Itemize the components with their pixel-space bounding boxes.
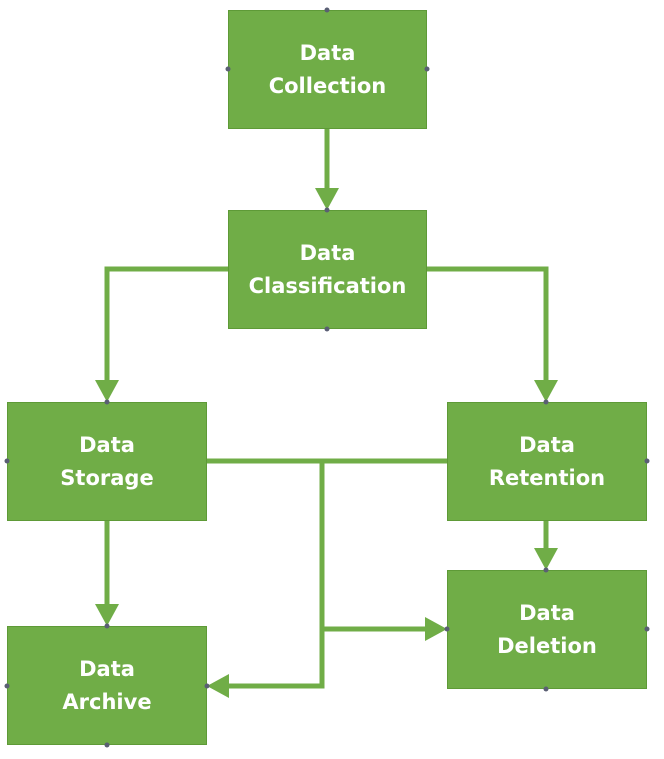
connection-handle[interactable] xyxy=(324,207,330,213)
node-data-storage[interactable]: Data Storage xyxy=(7,402,207,521)
connection-handle[interactable] xyxy=(4,458,10,464)
connection-handle[interactable] xyxy=(204,683,210,689)
connection-handle[interactable] xyxy=(104,623,110,629)
node-data-archive[interactable]: Data Archive xyxy=(7,626,207,745)
node-label-line1: Data xyxy=(79,432,135,457)
connection-handle[interactable] xyxy=(4,683,10,689)
node-label-line2: Classification xyxy=(248,273,407,298)
node-data-deletion[interactable]: Data Deletion xyxy=(447,570,647,689)
node-label-line1: Data xyxy=(299,40,356,65)
arrowhead-retention xyxy=(534,380,558,402)
arrowhead-storage xyxy=(95,380,119,402)
node-label-line2: Collection xyxy=(268,73,387,98)
node-label-line2: Deletion xyxy=(497,633,597,658)
connection-handle[interactable] xyxy=(543,399,549,405)
node-label-line1: Data xyxy=(519,432,575,457)
connection-handle[interactable] xyxy=(324,326,330,332)
connector-bus-to-archive xyxy=(227,461,325,689)
node-label-line2: Retention xyxy=(488,465,606,490)
node-label-line1: Data xyxy=(79,656,135,681)
arrowhead-deletion-top xyxy=(534,548,558,570)
connection-handle[interactable] xyxy=(444,626,450,632)
node-label-line2: Storage xyxy=(60,465,154,490)
connection-handle[interactable] xyxy=(644,626,650,632)
node-label-line1: Data xyxy=(299,240,356,265)
arrowhead-deletion-side xyxy=(425,617,447,641)
connector-classification-to-storage xyxy=(104,266,228,383)
connection-handle[interactable] xyxy=(104,742,110,748)
connector-classification-to-retention xyxy=(426,266,549,383)
arrowhead-classification xyxy=(315,188,339,210)
connection-handle[interactable] xyxy=(424,66,430,72)
connection-handle[interactable] xyxy=(324,7,330,13)
connection-handle[interactable] xyxy=(644,458,650,464)
arrowhead-archive-side xyxy=(207,674,229,698)
arrowhead-archive xyxy=(95,604,119,626)
node-data-classification[interactable]: Data Classification xyxy=(228,210,427,329)
node-data-retention[interactable]: Data Retention xyxy=(447,402,647,521)
node-data-collection[interactable]: Data Collection xyxy=(228,10,427,129)
connection-handle[interactable] xyxy=(104,399,110,405)
connection-handle[interactable] xyxy=(543,567,549,573)
connection-handle[interactable] xyxy=(543,686,549,692)
node-label-line1: Data xyxy=(519,600,575,625)
connection-handle[interactable] xyxy=(225,66,231,72)
node-label-line2: Archive xyxy=(62,689,152,714)
